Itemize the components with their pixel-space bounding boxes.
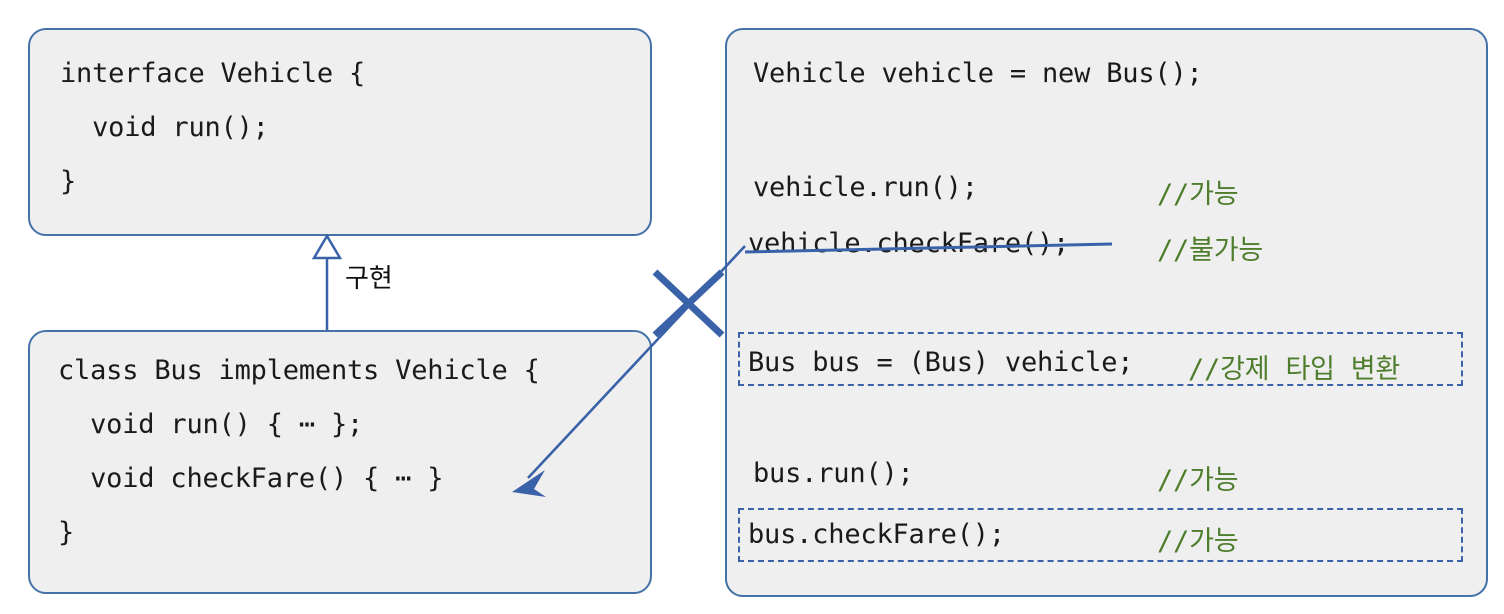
relation-label: 구현: [345, 264, 393, 294]
usage-comment: //불가능: [1157, 235, 1264, 266]
usage-comment: //가능: [1157, 526, 1239, 557]
usage-code-line-struck: vehicle.checkFare();: [748, 228, 1070, 259]
uml-realization-connector: [311, 233, 343, 330]
hollow-triangle-icon: [311, 233, 343, 260]
x-mark-stroke-b: [652, 269, 725, 338]
interface-code-line: interface Vehicle {: [60, 58, 366, 89]
interface-code-line: void run();: [60, 112, 269, 143]
interface-vehicle-box: [28, 28, 652, 236]
class-code-line: void checkFare() { ⋯ }: [58, 463, 444, 494]
usage-comment: //가능: [1157, 465, 1239, 496]
usage-code-line: bus.run();: [753, 458, 914, 489]
x-mark-icon: [652, 269, 725, 338]
usage-code-line: vehicle.run();: [753, 172, 978, 203]
class-code-line: class Bus implements Vehicle {: [58, 355, 540, 386]
usage-code-line: Vehicle vehicle = new Bus();: [753, 58, 1203, 89]
usage-code-line: bus.checkFare();: [748, 519, 1005, 550]
x-mark-stroke-a: [652, 269, 725, 338]
interface-code-line: }: [60, 166, 77, 197]
class-code-line: }: [58, 517, 75, 548]
checkfare-highlight-box: [738, 508, 1463, 562]
usage-code-line: Bus bus = (Bus) vehicle;: [748, 347, 1134, 378]
usage-comment: //강제 타입 변환: [1188, 354, 1401, 385]
class-code-line: void run() { ⋯ };: [58, 409, 364, 440]
usage-code-box: [725, 28, 1488, 597]
usage-comment: //가능: [1157, 179, 1239, 210]
